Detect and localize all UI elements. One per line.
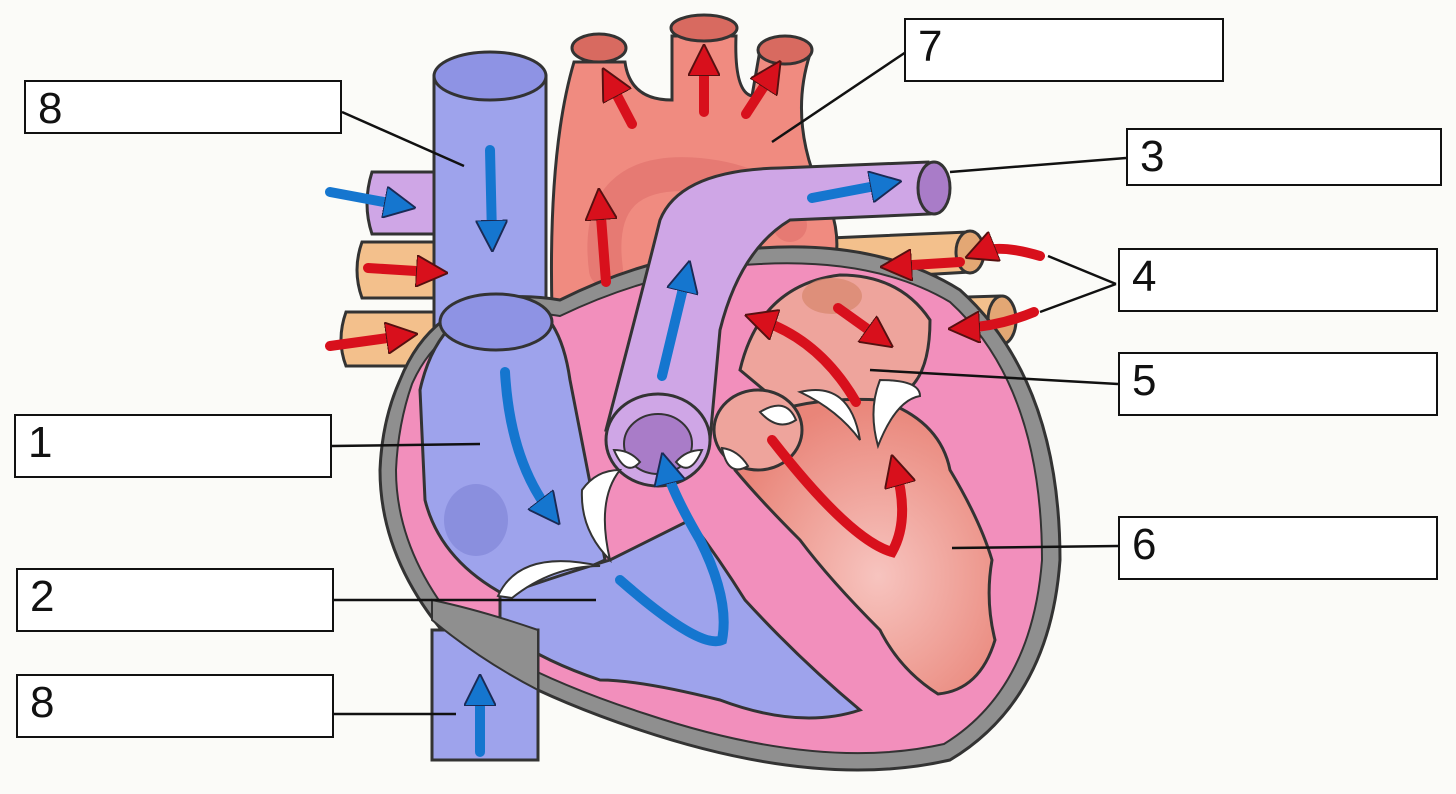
answer-field-7[interactable] (966, 28, 1214, 72)
arrow-rpv-in-2 (980, 249, 1040, 256)
label-number: 8 (38, 84, 62, 134)
label-number: 2 (30, 572, 54, 622)
answer-field-4[interactable] (1180, 258, 1428, 302)
arrow-rpv-in-1 (896, 262, 960, 266)
label-box-4: 4 (1118, 248, 1438, 312)
label-box-8-bottom: 8 (16, 674, 334, 738)
label-number: 1 (28, 418, 52, 468)
answer-field-8-bottom[interactable] (78, 684, 324, 728)
label-number: 7 (918, 22, 942, 72)
answer-field-3[interactable] (1188, 138, 1432, 176)
label-number: 3 (1140, 132, 1164, 182)
answer-field-1[interactable] (76, 424, 322, 468)
answer-field-6[interactable] (1180, 526, 1428, 570)
leader-4a (1048, 256, 1116, 284)
arrow-lpv-in-1 (368, 268, 432, 272)
label-box-2: 2 (16, 568, 334, 632)
label-number: 8 (30, 678, 54, 728)
leader-3 (950, 158, 1126, 172)
arrow-svc-down (490, 150, 492, 236)
answer-field-8-top[interactable] (86, 90, 332, 124)
pulmonary-valve (606, 394, 710, 486)
answer-field-5[interactable] (1180, 362, 1428, 406)
label-number: 6 (1132, 520, 1156, 570)
label-box-6: 6 (1118, 516, 1438, 580)
leader-4b (1040, 284, 1116, 312)
arrow-aorta-rise (600, 204, 606, 282)
answer-field-2[interactable] (78, 578, 324, 622)
label-box-8-top: 8 (24, 80, 342, 134)
label-box-1: 1 (14, 414, 332, 478)
label-number: 5 (1132, 356, 1156, 406)
label-box-5: 5 (1118, 352, 1438, 416)
label-box-3: 3 (1126, 128, 1442, 186)
label-number: 4 (1132, 252, 1156, 302)
label-box-7: 7 (904, 18, 1224, 82)
